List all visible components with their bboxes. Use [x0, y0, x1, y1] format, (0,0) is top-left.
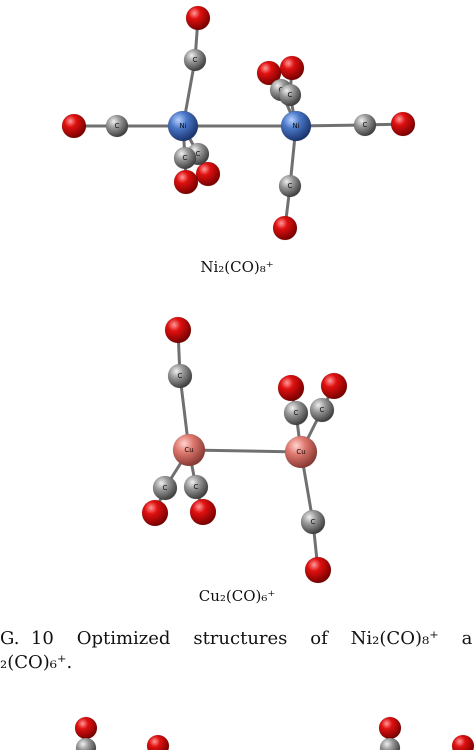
carbon-atom: C [183, 474, 209, 500]
oxygen-atom [256, 60, 282, 86]
oxygen-atom [61, 113, 87, 139]
oxygen-atom [173, 169, 199, 195]
oxygen-atom [74, 716, 98, 740]
carbon-atom: C [105, 114, 129, 138]
carbon-atom-label: C [183, 154, 188, 162]
oxygen-atom [378, 716, 402, 740]
figure-caption-line-2: ₂(CO)₆⁺. [0, 652, 73, 673]
oxygen-atom [390, 111, 416, 137]
carbon-atom-label: C [196, 150, 201, 158]
cu-cu-bond [187, 448, 303, 454]
carbon-atom-label: C [311, 518, 316, 526]
carbon-atom-label: C [193, 56, 198, 64]
oxygen-atom [189, 498, 217, 526]
carbon-atom-label: C [294, 409, 299, 417]
nickel-atom-label: Ni [292, 122, 299, 130]
copper-atom-label: Cu [184, 446, 193, 454]
oxygen-atom [141, 499, 169, 527]
carbon-atom: C [278, 174, 302, 198]
carbon-atom: C [173, 146, 197, 170]
oxygen-atom [185, 5, 211, 31]
carbon-atom: C [309, 397, 335, 423]
carbon-atom: C [353, 113, 377, 137]
carbon-atom-label: C [178, 372, 183, 380]
copper-atom: Cu [172, 433, 206, 467]
carbon-atom-label: C [320, 406, 325, 414]
carbon-atom-label: C [115, 122, 120, 130]
carbon-atom: C [167, 363, 193, 389]
oxygen-atom [164, 316, 192, 344]
partial-structures-bottom [74, 716, 474, 750]
nickel-atom-label: Ni [179, 122, 186, 130]
copper-atom: Cu [284, 435, 318, 469]
oxygen-atom [320, 372, 348, 400]
carbon-atom-label: C [288, 182, 293, 190]
carbon-atom: C [283, 400, 309, 426]
carbon-atom: C [300, 509, 326, 535]
copper-atom-label: Cu [296, 448, 305, 456]
carbon-atom-label: C [163, 484, 168, 492]
carbon-atom: C [278, 83, 302, 107]
carbon-atom: C [183, 48, 207, 72]
oxygen-atom [146, 734, 170, 750]
oxygen-atom [277, 374, 305, 402]
oxygen-atom [272, 215, 298, 241]
cu2-co6-caption: Cu₂(CO)₆⁺ [198, 587, 276, 605]
carbon-atom-label: C [363, 121, 368, 129]
carbon-atom [379, 737, 401, 750]
carbon-atom-label: C [194, 483, 199, 491]
oxygen-atom [451, 734, 474, 750]
oxygen-atom [195, 161, 221, 187]
ni2-co8-structure: CCNiNiCCCCCC [61, 5, 416, 241]
carbon-atom [75, 737, 97, 750]
nickel-atom: Ni [280, 110, 312, 142]
carbon-atom: C [152, 475, 178, 501]
oxygen-atom [304, 556, 332, 584]
carbon-atom-label: C [288, 91, 293, 99]
figure-caption-line-1: G. 10 Optimized structures of Ni₂(CO)₈⁺ … [0, 628, 473, 649]
nickel-atom: Ni [167, 110, 199, 142]
oxygen-atom [279, 55, 305, 81]
ni2-co8-caption: Ni₂(CO)₈⁺ [200, 258, 274, 276]
